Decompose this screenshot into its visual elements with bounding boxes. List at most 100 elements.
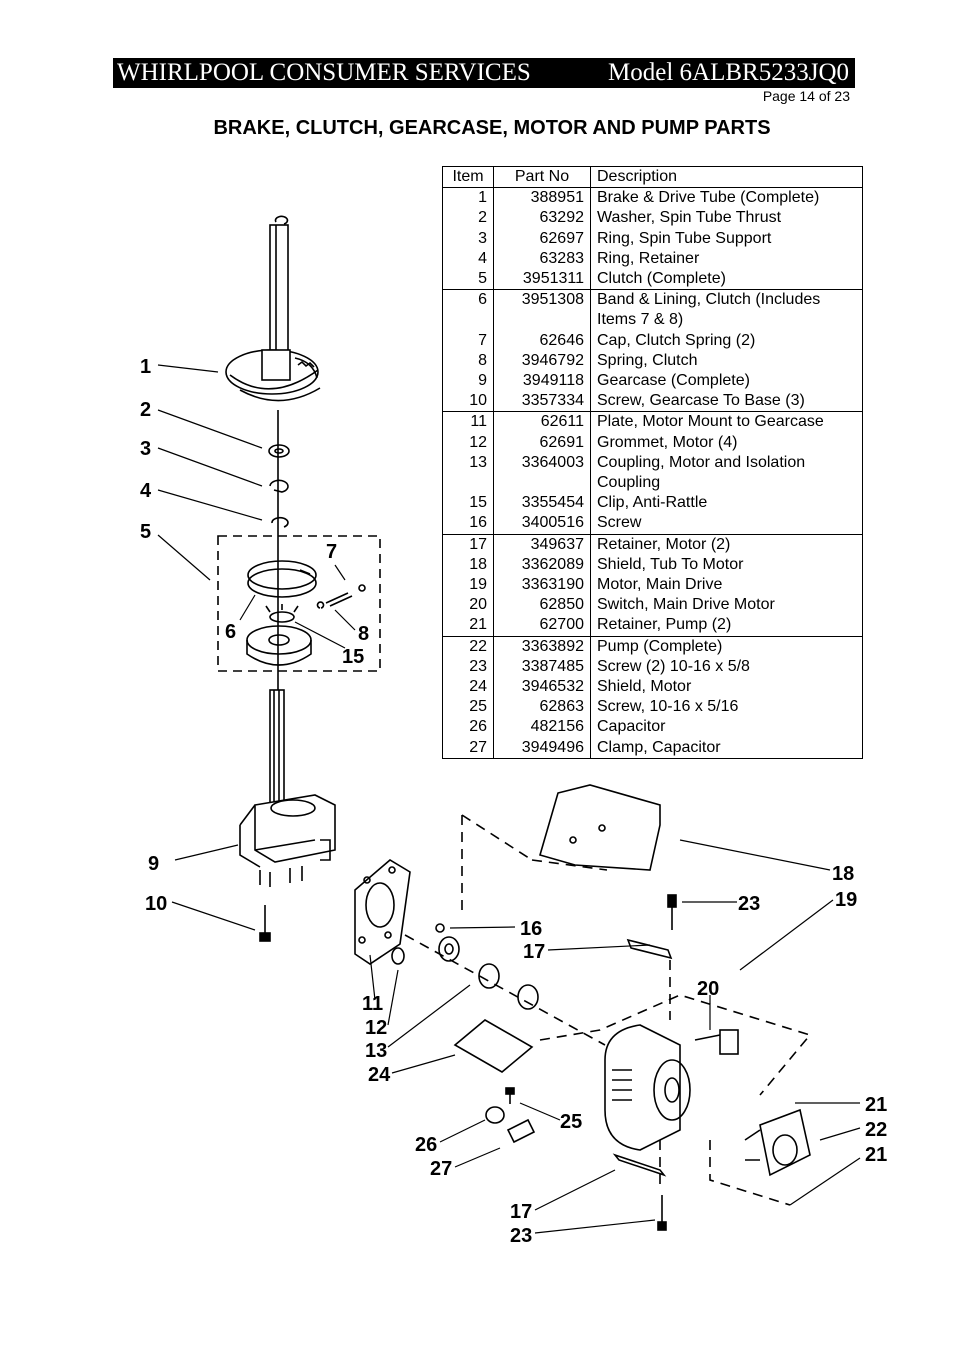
cell-desc: Cap, Clutch Spring (2) <box>590 330 863 351</box>
cell-desc: Switch, Main Drive Motor <box>590 595 863 616</box>
cell-desc: Plate, Motor Mount to Gearcase <box>590 411 863 433</box>
cell-part: 62611 <box>493 411 591 433</box>
tub-shield-drawing <box>539 784 661 871</box>
cell-item: 16 <box>442 513 494 535</box>
cell-part: 3946532 <box>493 677 591 698</box>
cell-desc: Band & Lining, Clutch (Includes <box>590 289 863 311</box>
motor-mount-plate-drawing <box>354 859 411 965</box>
cell-desc: Spring, Clutch <box>590 350 863 372</box>
cell-desc: Screw (2) 10-16 x 5/8 <box>590 656 863 678</box>
callout-5: 5 <box>140 521 151 543</box>
cell-desc: Clutch (Complete) <box>590 269 863 290</box>
callout-1: 1 <box>140 356 151 378</box>
cell-item: 23 <box>442 656 494 678</box>
callout-23-top: 23 <box>738 893 760 915</box>
cell-desc: Ring, Spin Tube Support <box>590 228 863 249</box>
cell-item: 9 <box>442 371 494 392</box>
callout-2: 2 <box>140 399 151 421</box>
callout-17-top: 17 <box>523 941 545 963</box>
cell-part: 62691 <box>493 432 591 453</box>
cell-desc: Clip, Anti-Rattle <box>590 493 863 514</box>
assembly-guide-lines <box>404 814 812 1206</box>
callout-24: 24 <box>368 1064 391 1086</box>
cell-part: 3364003 <box>493 452 591 474</box>
cell-part: 3363892 <box>493 635 591 657</box>
cell-item: 18 <box>442 554 494 576</box>
table-row: Items 7 & 8) <box>442 310 863 331</box>
callout-6: 6 <box>225 621 236 643</box>
cell-desc: Screw, Gearcase To Base (3) <box>590 391 863 412</box>
cell-item: 24 <box>442 677 494 698</box>
cell-desc: Washer, Spin Tube Thrust <box>590 208 863 229</box>
drive-tube-drawing <box>225 215 321 690</box>
callout-8: 8 <box>358 623 369 645</box>
cell-part: 62863 <box>493 697 591 718</box>
cell-item: 8 <box>442 350 494 372</box>
callout-4: 4 <box>140 480 152 502</box>
cell-part: 482156 <box>493 717 591 738</box>
cell-item: 7 <box>442 330 494 351</box>
coupling-parts-drawing <box>391 923 539 1010</box>
col-header-item: Item <box>442 165 494 189</box>
cell-desc: Grommet, Motor (4) <box>590 432 863 453</box>
cell-desc: Retainer, Motor (2) <box>590 533 863 555</box>
cell-item: 1 <box>442 187 494 209</box>
cell-part: 3949118 <box>493 371 591 392</box>
col-header-part: Part No <box>493 165 591 189</box>
cell-item: 19 <box>442 575 494 596</box>
cell-part: 3949496 <box>493 737 591 759</box>
callout-12: 12 <box>365 1017 387 1039</box>
cell-desc: Gearcase (Complete) <box>590 371 863 392</box>
cell-desc: Retainer, Pump (2) <box>590 615 863 637</box>
cell-item: 6 <box>442 289 494 311</box>
cell-item: 3 <box>442 228 494 249</box>
cell-part: 3362089 <box>493 554 591 576</box>
gearcase-drawing <box>239 689 336 942</box>
cell-part: 3946792 <box>493 350 591 372</box>
callout-20: 20 <box>697 978 719 1000</box>
header-bar: WHIRLPOOL CONSUMER SERVICES Model 6ALBR5… <box>113 58 855 88</box>
callout-25: 25 <box>560 1111 582 1133</box>
callout-21-top: 21 <box>865 1094 887 1116</box>
header-company: WHIRLPOOL CONSUMER SERVICES <box>117 59 531 86</box>
cell-item: 27 <box>442 737 494 759</box>
cell-part: 3357334 <box>493 391 591 412</box>
cell-part: 62700 <box>493 615 591 637</box>
cell-part: 63292 <box>493 208 591 229</box>
cell-desc: Screw, 10-16 x 5/16 <box>590 697 863 718</box>
callout-22: 22 <box>865 1119 887 1141</box>
cell-part: 63283 <box>493 248 591 270</box>
cell-part: 62850 <box>493 595 591 616</box>
cell-item: 10 <box>442 391 494 412</box>
cell-item: 12 <box>442 432 494 453</box>
cell-desc: Pump (Complete) <box>590 635 863 657</box>
cell-part: 3400516 <box>493 513 591 535</box>
callout-17-bottom: 17 <box>510 1201 532 1223</box>
cell-desc: Ring, Retainer <box>590 248 863 270</box>
table-row: Coupling <box>442 473 863 494</box>
cell-desc: Brake & Drive Tube (Complete) <box>590 187 863 209</box>
cell-part <box>493 310 591 331</box>
cell-item <box>442 473 494 494</box>
cell-item: 21 <box>442 615 494 637</box>
callout-26: 26 <box>415 1134 437 1156</box>
callout-21-bottom: 21 <box>865 1144 887 1166</box>
cell-desc: Shield, Motor <box>590 677 863 698</box>
callout-27: 27 <box>430 1158 452 1180</box>
